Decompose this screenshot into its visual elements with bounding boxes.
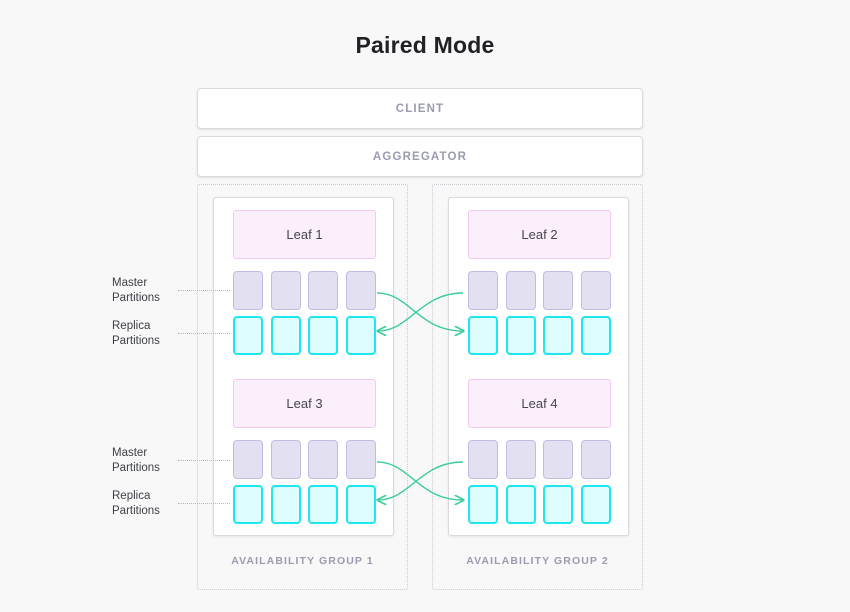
leader-line-replica-bottom (178, 503, 230, 504)
master-partition (270, 271, 301, 310)
master-partition (580, 440, 611, 479)
master-partition (505, 440, 536, 479)
callout-line-2: Partitions (112, 461, 160, 474)
callout-master-partitions-top: Master Partitions (112, 276, 176, 305)
callout-line-1: Replica (112, 490, 151, 502)
replica-partition-row-leaf-2 (468, 316, 611, 355)
availability-group-2-label: AVAILABILITY GROUP 2 (466, 555, 609, 567)
replica-partition (270, 485, 301, 524)
master-partition (308, 271, 339, 310)
replica-partition (580, 485, 611, 524)
leaf-container-group-1: Leaf 1 Leaf 3 (213, 197, 394, 536)
callout-replica-partitions-bottom: Replica Partitions (112, 489, 176, 518)
callout-replica-partitions-top: Replica Partitions (112, 319, 176, 348)
replica-partition (345, 485, 376, 524)
replica-partition (468, 316, 498, 355)
availability-group-2: Leaf 2 Leaf 4 (432, 184, 643, 590)
master-partition (468, 271, 498, 310)
leaf-header-4: Leaf 4 (468, 379, 611, 428)
master-partition (308, 440, 339, 479)
callout-master-partitions-bottom: Master Partitions (112, 446, 176, 475)
master-partition (580, 271, 611, 310)
replica-partition (308, 485, 339, 524)
client-label: CLIENT (395, 102, 445, 115)
master-partition (543, 271, 574, 310)
leader-line-master-top (178, 290, 230, 291)
master-partition (468, 440, 498, 479)
replica-partition (468, 485, 498, 524)
replica-partition (543, 485, 574, 524)
replica-partition-row-leaf-1 (233, 316, 376, 355)
callout-line-2: Partitions (112, 334, 160, 347)
master-partition-row-leaf-4 (468, 440, 611, 479)
replica-partition (233, 316, 263, 355)
replica-partition (270, 316, 301, 355)
replica-partition-row-leaf-4 (468, 485, 611, 524)
callout-line-2: Partitions (112, 291, 160, 304)
replica-partition (580, 316, 611, 355)
leaf-header-2: Leaf 2 (468, 210, 611, 259)
master-partition (233, 271, 263, 310)
leader-line-replica-top (178, 333, 230, 334)
aggregator-node: AGGREGATOR (197, 136, 643, 177)
callout-line-1: Replica (112, 320, 151, 332)
callout-line-1: Master (112, 277, 148, 289)
availability-group-1-label: AVAILABILITY GROUP 1 (231, 555, 374, 567)
client-node: CLIENT (197, 88, 643, 129)
replica-partition-row-leaf-3 (233, 485, 376, 524)
master-partition (233, 440, 263, 479)
master-partition-row-leaf-2 (468, 271, 611, 310)
replica-partition (308, 316, 339, 355)
master-partition (345, 440, 376, 479)
replica-partition (233, 485, 263, 524)
leaf-header-1: Leaf 1 (233, 210, 376, 259)
master-partition (505, 271, 536, 310)
master-partition-row-leaf-3 (233, 440, 376, 479)
callout-line-2: Partitions (112, 504, 160, 517)
availability-group-1: Leaf 1 Leaf 3 (197, 184, 408, 590)
master-partition-row-leaf-1 (233, 271, 376, 310)
master-partition (270, 440, 301, 479)
page-title: Paired Mode (355, 32, 495, 58)
master-partition (543, 440, 574, 479)
leaf-container-group-2: Leaf 2 Leaf 4 (448, 197, 629, 536)
leader-line-master-bottom (178, 460, 230, 461)
replica-partition (345, 316, 376, 355)
replica-partition (543, 316, 574, 355)
master-partition (345, 271, 376, 310)
callout-line-1: Master (112, 447, 148, 459)
replica-partition (505, 316, 536, 355)
leaf-header-3: Leaf 3 (233, 379, 376, 428)
replica-partition (505, 485, 536, 524)
aggregator-label: AGGREGATOR (372, 150, 468, 163)
